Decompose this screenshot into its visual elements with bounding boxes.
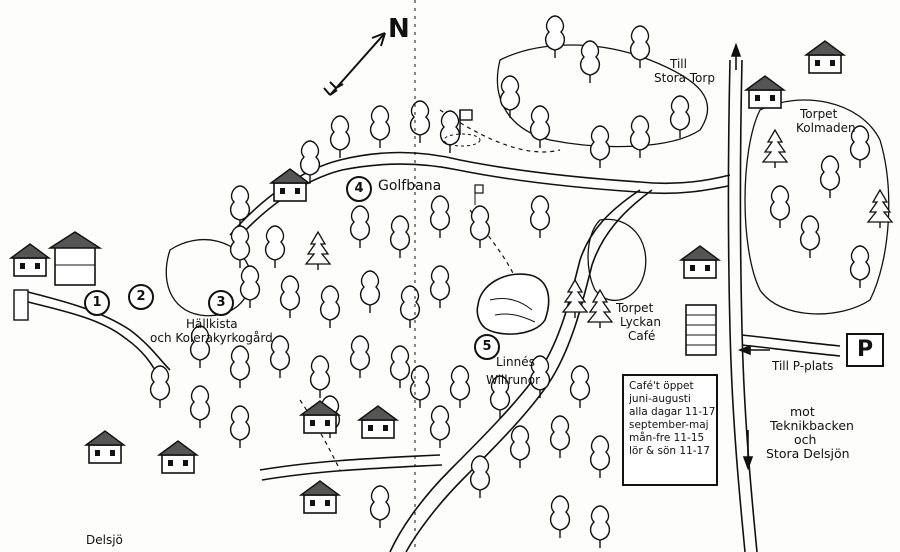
cafe-hours-line: mån-fre 11-15 <box>629 432 705 444</box>
lyckan-label-line2: Lyckan <box>620 315 661 329</box>
cafe-hours-line: alla dagar 11-17 <box>629 406 716 418</box>
kolmaden-label-line1: Torpet <box>800 107 838 121</box>
lyckan-label-line3: Café <box>628 329 656 343</box>
mot-label-line2: Teknikbacken <box>770 418 854 433</box>
rock <box>476 273 550 335</box>
site-marker-3: 3 <box>208 290 234 316</box>
lyckan-label-line1: Torpet <box>616 301 654 315</box>
kolmaden-label-line2: Kolmaden <box>796 121 856 135</box>
cafe-hours-line: september-maj <box>629 419 709 431</box>
delsjo-label: Delsjö <box>86 533 123 547</box>
stora-torp-label-line2: Stora Torp <box>654 71 715 85</box>
site-4-label: Golfbana <box>378 178 442 194</box>
cafe-hours-box: Café't öppet juni-augusti alla dagar 11-… <box>622 374 718 486</box>
golf-flags <box>443 109 484 205</box>
parking-sign: P <box>846 333 884 367</box>
direction-arrows <box>730 42 770 471</box>
site-3-label-line2: och Kolerakyrkogård <box>150 331 273 345</box>
cafe-hours-line: Café't öppet <box>629 380 694 392</box>
compass-arrow <box>323 32 386 96</box>
p-plats-label: Till P-plats <box>772 359 834 373</box>
site-3-label-line1: Hällkista <box>186 317 238 331</box>
cafe-hours-line: juni-augusti <box>629 393 691 405</box>
cafe-hours-line: lör & sön 11-17 <box>629 445 710 457</box>
site-marker-4: 4 <box>346 176 372 202</box>
mot-label-line4: Stora Delsjön <box>766 446 850 461</box>
north-label: N <box>388 14 410 44</box>
site-5-label-line2: Willrunor <box>486 373 541 387</box>
buildings <box>10 40 845 514</box>
site-marker-2: 2 <box>128 284 154 310</box>
mot-label-line1: mot <box>790 404 815 419</box>
stora-torp-label-line1: Till <box>670 57 687 71</box>
site-marker-5: 5 <box>474 334 500 360</box>
mot-label-line3: och <box>794 432 817 447</box>
site-5-label-line1: Linnés <box>496 355 535 369</box>
site-marker-1: 1 <box>84 290 110 316</box>
